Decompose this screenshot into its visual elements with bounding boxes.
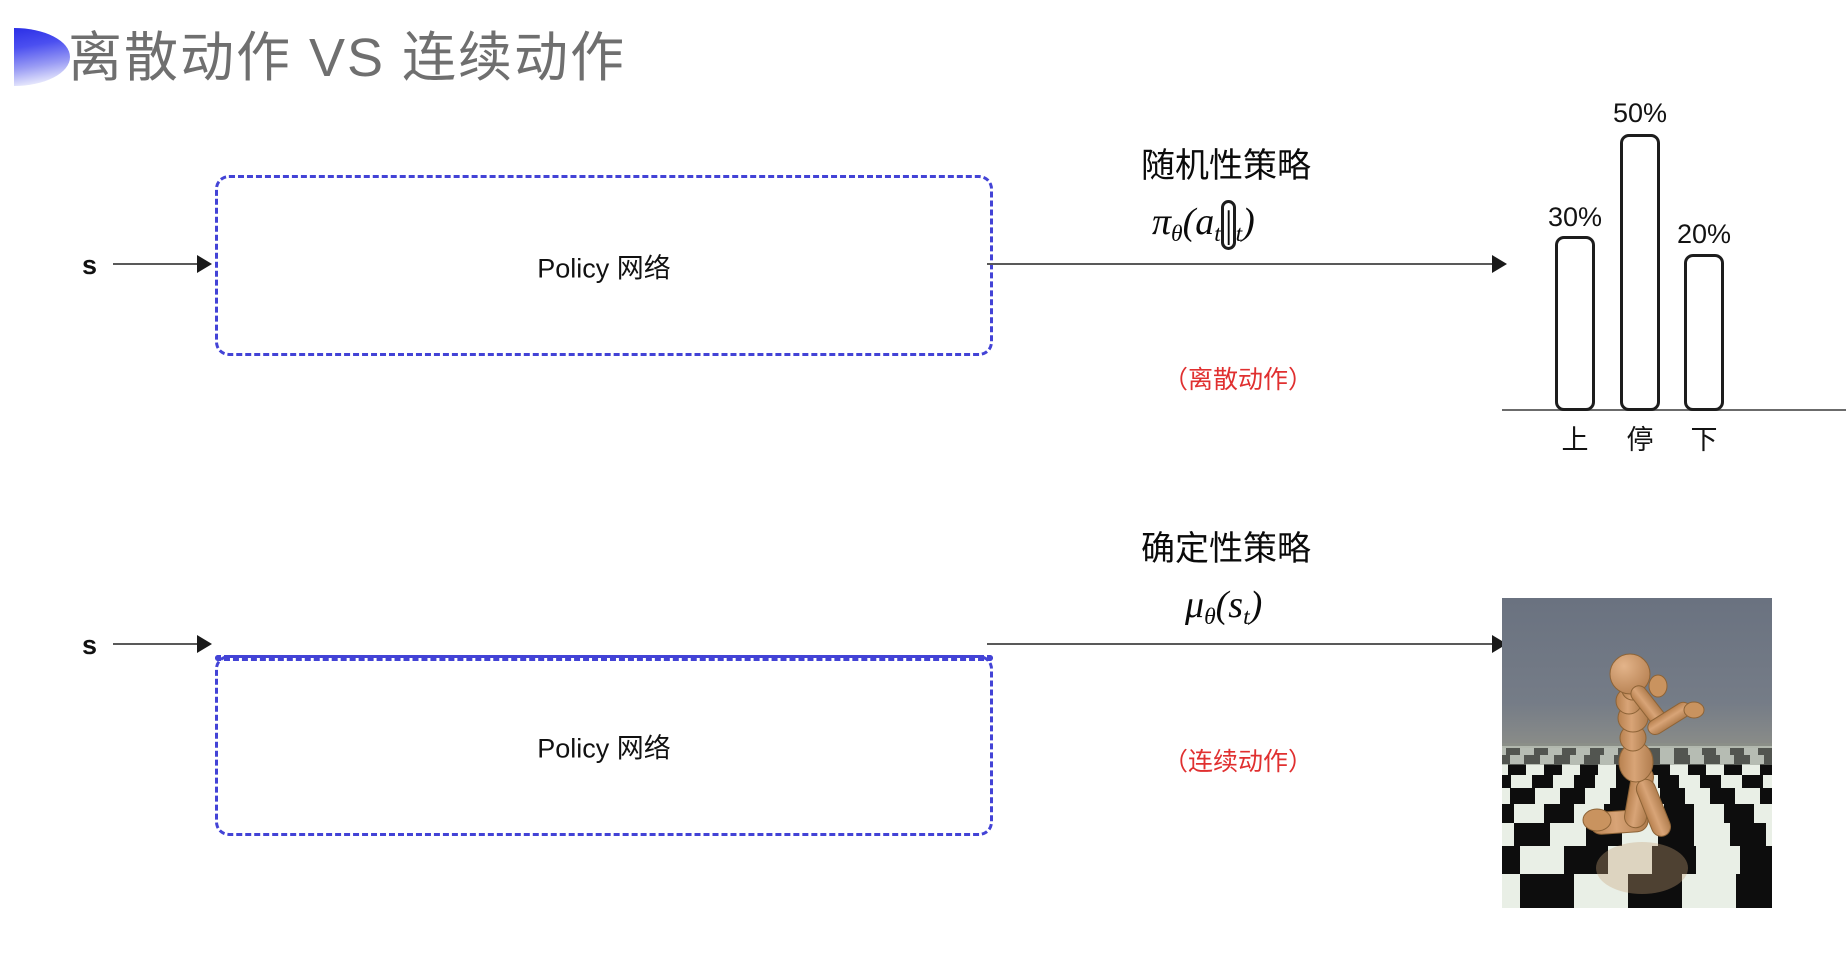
row1-formula-bar: | — [1220, 200, 1237, 250]
row2-formula-close: ) — [1249, 584, 1263, 626]
title-bullet-icon — [14, 28, 70, 86]
row1-input-label: s — [82, 250, 98, 280]
bar-0 — [1555, 236, 1595, 411]
row1-output-arrow-head — [1492, 255, 1507, 273]
humanoid-simulation-image — [1502, 598, 1772, 908]
row2-policy-box-label: Policy 网络 — [537, 733, 671, 763]
page-title: 离散动作 VS 连续动作 — [68, 28, 627, 88]
row1-formula-a-sub: t — [1214, 221, 1221, 248]
row1-policy-box-label: Policy 网络 — [537, 253, 671, 283]
row2-formula-s-sub: t — [1243, 604, 1250, 631]
row2-policy-formula: μθ(st) — [1185, 583, 1262, 631]
row1-policy-note: （离散动作） — [1163, 366, 1314, 394]
row2-input-arrow-head — [197, 635, 212, 653]
bar-value-0: 30% — [1547, 202, 1603, 232]
row1-output-arrow-line — [987, 263, 1497, 265]
row1-policy-title: 随机性策略 — [1141, 147, 1311, 185]
bar-category-1: 停 — [1626, 425, 1654, 455]
row1-formula-pi: π — [1152, 201, 1172, 243]
humanoid-sim-svg — [1502, 598, 1772, 908]
row2-input-label: s — [82, 630, 98, 660]
bar-1 — [1620, 134, 1660, 411]
row1-formula-s-sub: t — [1235, 221, 1243, 248]
row2-formula-open-s: (s — [1215, 584, 1244, 626]
row1-input-arrow-line — [113, 263, 201, 265]
chart-baseline — [1502, 409, 1846, 411]
discrete-action-bar-chart: 30% 上 50% 停 20% 下 — [1502, 96, 1846, 455]
row2-output-arrow-line — [987, 643, 1497, 645]
row1-input-arrow-head — [197, 255, 212, 273]
row2-formula-mu: μ — [1185, 584, 1205, 626]
row1-formula-theta: θ — [1171, 221, 1183, 248]
bar-value-2: 20% — [1676, 219, 1732, 249]
row2-policy-title: 确定性策略 — [1141, 530, 1311, 568]
row2-input-arrow-line — [113, 643, 201, 645]
row2-policy-note: （连续动作） — [1163, 748, 1314, 776]
row1-formula-close: ) — [1242, 201, 1255, 243]
bar-value-1: 50% — [1612, 98, 1668, 128]
row1-formula-open-a: (a — [1182, 201, 1215, 243]
row1-policy-formula: πθ(at|st) — [1152, 200, 1255, 250]
bar-2 — [1684, 254, 1724, 411]
row2-network-box: Policy 网络 — [215, 655, 993, 836]
bar-category-0: 上 — [1561, 425, 1589, 455]
row2-formula-theta: θ — [1204, 604, 1216, 631]
bar-category-2: 下 — [1690, 425, 1718, 455]
row1-policy-box: Policy 网络 — [215, 175, 993, 356]
